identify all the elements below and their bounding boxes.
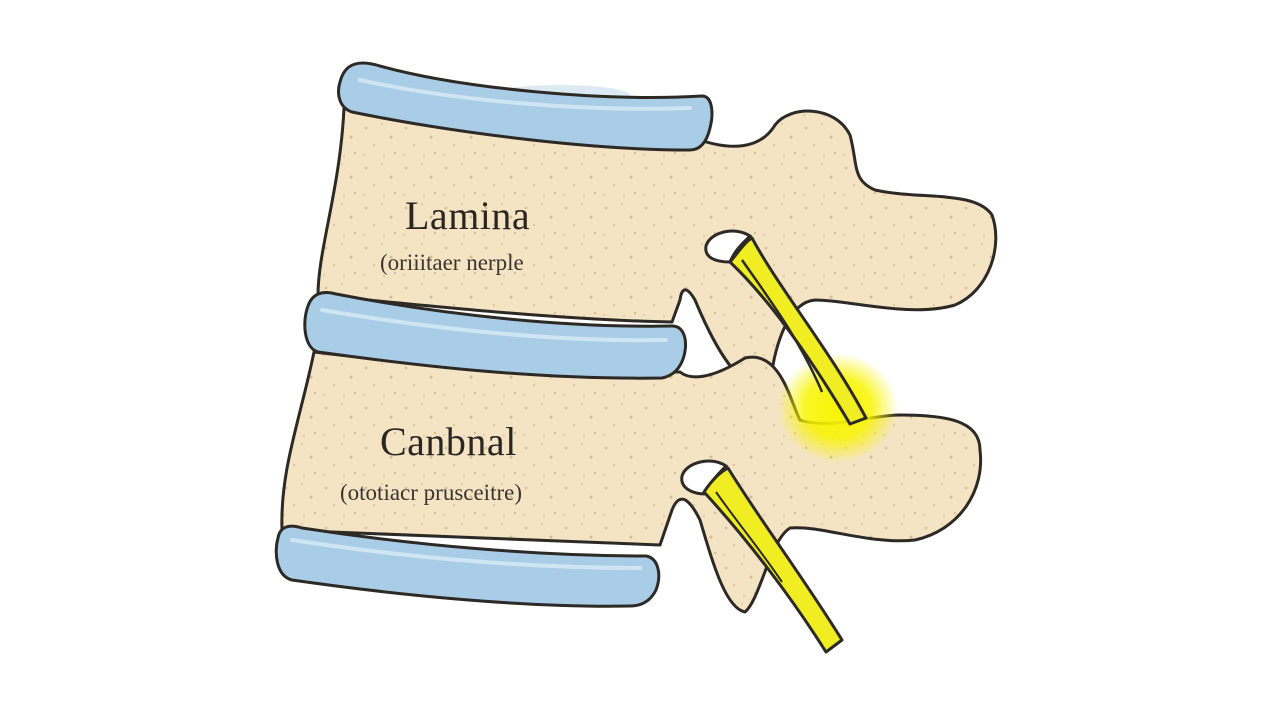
lower-vertebra bbox=[280, 350, 983, 614]
upper-nerve-strand bbox=[740, 259, 824, 393]
upper-vertebra bbox=[316, 106, 998, 389]
top-disc-highlight bbox=[358, 78, 692, 111]
middle-disc bbox=[303, 291, 687, 380]
upper-foramen bbox=[704, 229, 753, 264]
upper-nerve bbox=[728, 236, 868, 426]
lower-nerve bbox=[702, 466, 844, 654]
middle-disc-highlight bbox=[320, 308, 668, 343]
upper-subtitle: (oriiitaer nerple bbox=[380, 250, 524, 275]
top-disc bbox=[337, 61, 714, 152]
upper-title: Lamina bbox=[405, 193, 531, 238]
bottom-disc-highlight bbox=[290, 538, 642, 570]
bottom-disc bbox=[274, 524, 661, 608]
lower-subtitle: (ototiacr prusceitre) bbox=[340, 480, 522, 505]
lower-nerve-strand bbox=[715, 491, 783, 583]
lower-title: Canbnal bbox=[380, 419, 517, 464]
pain-glow bbox=[778, 353, 898, 463]
